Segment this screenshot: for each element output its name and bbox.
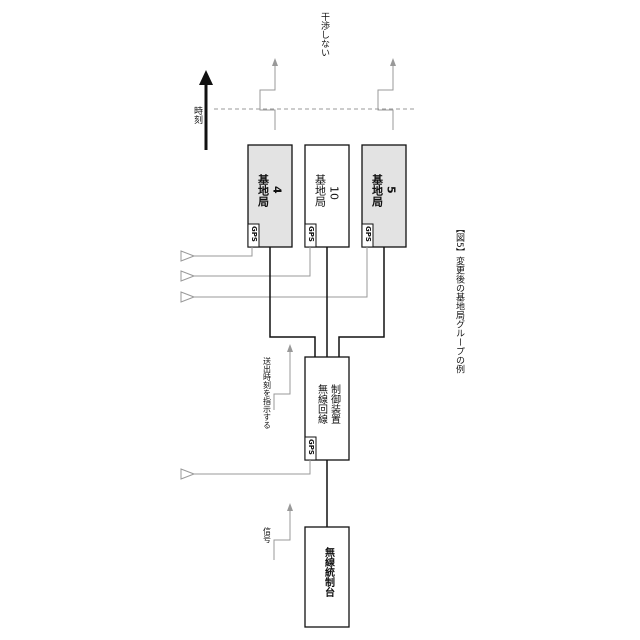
base-station-4-number: 4 <box>271 186 284 194</box>
time-axis-arrowhead <box>199 70 213 85</box>
signal-label: 信号 <box>263 526 272 544</box>
no-interference-note: 干渉しない <box>319 12 330 57</box>
gps-antenna-base-station-5 <box>181 247 367 302</box>
time-axis-label: 時刻 <box>192 106 203 125</box>
transmit-time-signal <box>274 344 293 410</box>
radio-line-controller-line2: 制御装置 <box>329 383 341 424</box>
base-station-5-gps-label: GPS <box>364 226 372 242</box>
gps-antenna-controller <box>181 460 310 479</box>
base-station-4-name: 基地局 <box>257 173 271 208</box>
radio-line-controller: 無線回線 制御装置 GPS <box>305 357 349 460</box>
gps-antenna-base-station-4 <box>181 247 252 261</box>
base-station-5-name: 基地局 <box>371 173 385 208</box>
base-station-5: 基地局 5 GPS <box>362 145 406 247</box>
base-station-10: 基地局 10 GPS <box>305 145 349 247</box>
transmit-time-label: 送出時刻を指示する <box>263 356 272 429</box>
base-station-4-gps-label: GPS <box>250 226 258 242</box>
base-station-10-number: 10 <box>328 186 341 200</box>
radio-control-console: 無線統制台 <box>305 527 349 627</box>
signal-input <box>274 503 293 560</box>
transmission-pulse-left <box>260 58 278 130</box>
base-station-10-gps-label: GPS <box>307 226 315 242</box>
base-station-4: 基地局 4 GPS <box>248 145 292 247</box>
figure-caption: 【図5】変更後の基地局グループの例 <box>454 224 465 375</box>
controller-gps-label: GPS <box>307 439 315 455</box>
gps-antenna-base-station-10 <box>181 247 310 281</box>
time-axis: 時刻 <box>192 70 213 150</box>
radio-control-console-label: 無線統制台 <box>323 546 335 598</box>
base-station-10-name: 基地局 <box>314 174 327 208</box>
radio-line-controller-line1: 無線回線 <box>316 383 328 424</box>
base-station-5-number: 5 <box>385 186 398 194</box>
transmission-pulse-right <box>378 58 396 130</box>
